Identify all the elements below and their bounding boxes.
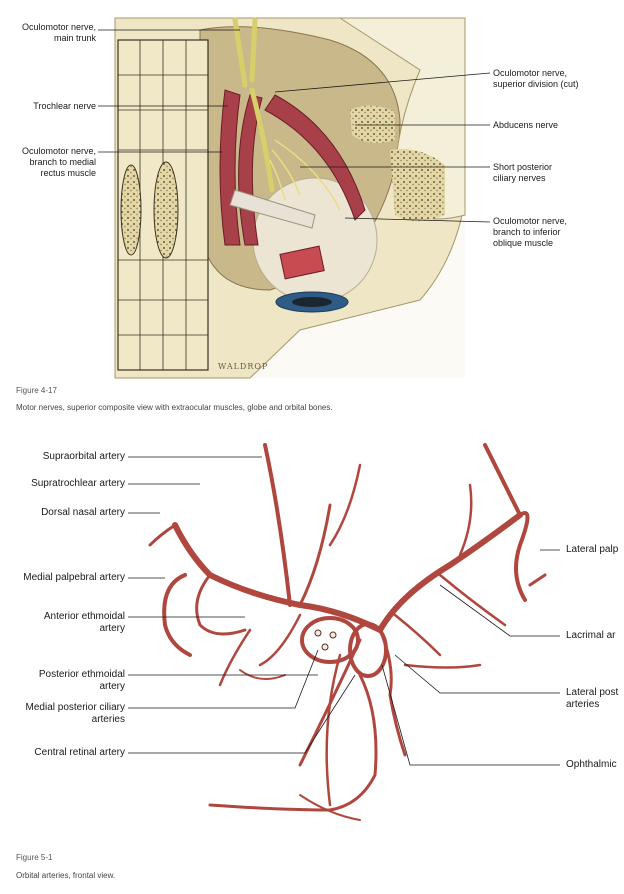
label-line: artery: [99, 681, 125, 692]
figure-caption: Orbital arteries, frontal view.: [16, 871, 116, 880]
label-line: oblique muscle: [493, 238, 554, 248]
label-line: Abducens nerve: [493, 120, 559, 130]
label-line: Oculomotor nerve,: [493, 216, 568, 226]
label-line: Oculomotor nerve,: [21, 22, 96, 32]
label-line: Ophthalmic: [566, 759, 617, 770]
figure-number: Figure 5-1: [16, 853, 53, 862]
label-line: branch to medial: [29, 157, 96, 167]
label-line: arteries: [91, 714, 125, 725]
label-line: Central retinal artery: [34, 747, 125, 758]
label-central-retinal-artery: Central retinal artery: [0, 747, 125, 759]
label-line: arteries: [566, 699, 600, 710]
label-line: superior division (cut): [493, 79, 579, 89]
label-oculomotor-superior-division: Oculomotor nerve, superior division (cut…: [493, 68, 618, 90]
label-line: Trochlear nerve: [33, 101, 96, 111]
orbital-arteries-illustration: [128, 443, 560, 821]
label-oculomotor-inferior-oblique: Oculomotor nerve, branch to inferior obl…: [493, 216, 618, 249]
motor-nerves-illustration: [98, 17, 491, 379]
label-line: main trunk: [53, 33, 96, 43]
label-oculomotor-medial-rectus: Oculomotor nerve, branch to medial rectu…: [8, 146, 96, 179]
label-line: Short posterior: [493, 162, 553, 172]
label-line: Lateral post: [566, 687, 619, 698]
label-line: Posterior ethmoidal: [38, 669, 125, 680]
artist-signature: WALDROP: [218, 362, 269, 371]
figure-number: Figure 4-17: [16, 386, 57, 395]
label-line: Lateral palp: [566, 544, 619, 555]
label-lateral-posterior-arteries: Lateral post arteries: [566, 687, 624, 711]
label-lateral-palpebral: Lateral palp: [566, 544, 624, 556]
label-line: artery: [99, 623, 125, 634]
label-ophthalmic-artery: Ophthalmic: [566, 759, 624, 771]
label-line: Medial palpebral artery: [23, 572, 125, 583]
label-line: Oculomotor nerve,: [21, 146, 96, 156]
label-anterior-ethmoidal-artery: Anterior ethmoidal artery: [0, 611, 125, 635]
figure-5-1-panel: Supraorbital artery Supratrochlear arter…: [0, 425, 624, 894]
label-trochlear-nerve: Trochlear nerve: [8, 101, 96, 112]
figure-caption: Motor nerves, superior composite view wi…: [16, 403, 333, 412]
label-line: Anterior ethmoidal: [43, 611, 125, 622]
label-line: Dorsal nasal artery: [41, 507, 125, 518]
label-line: rectus muscle: [40, 168, 96, 178]
label-medial-posterior-ciliary-arteries: Medial posterior ciliary arteries: [0, 702, 125, 726]
label-supratrochlear-artery: Supratrochlear artery: [0, 478, 125, 490]
label-posterior-ethmoidal-artery: Posterior ethmoidal artery: [0, 669, 125, 693]
label-short-posterior-ciliary: Short posterior ciliary nerves: [493, 162, 618, 184]
label-line: Lacrimal ar: [566, 630, 616, 641]
label-line: Supratrochlear artery: [31, 478, 125, 489]
label-line: Supraorbital artery: [42, 451, 125, 462]
figure-4-17-panel: Oculomotor nerve, main trunk Trochlear n…: [0, 0, 624, 425]
label-dorsal-nasal-artery: Dorsal nasal artery: [0, 507, 125, 519]
label-line: Oculomotor nerve,: [493, 68, 568, 78]
label-line: Medial posterior ciliary: [25, 702, 125, 713]
label-line: ciliary nerves: [493, 173, 546, 183]
label-abducens-nerve: Abducens nerve: [493, 120, 618, 131]
label-supraorbital-artery: Supraorbital artery: [0, 451, 125, 463]
label-medial-palpebral-artery: Medial palpebral artery: [0, 572, 125, 584]
label-oculomotor-main-trunk: Oculomotor nerve, main trunk: [8, 22, 96, 44]
label-lacrimal-artery: Lacrimal ar: [566, 630, 624, 642]
label-line: branch to inferior: [493, 227, 561, 237]
